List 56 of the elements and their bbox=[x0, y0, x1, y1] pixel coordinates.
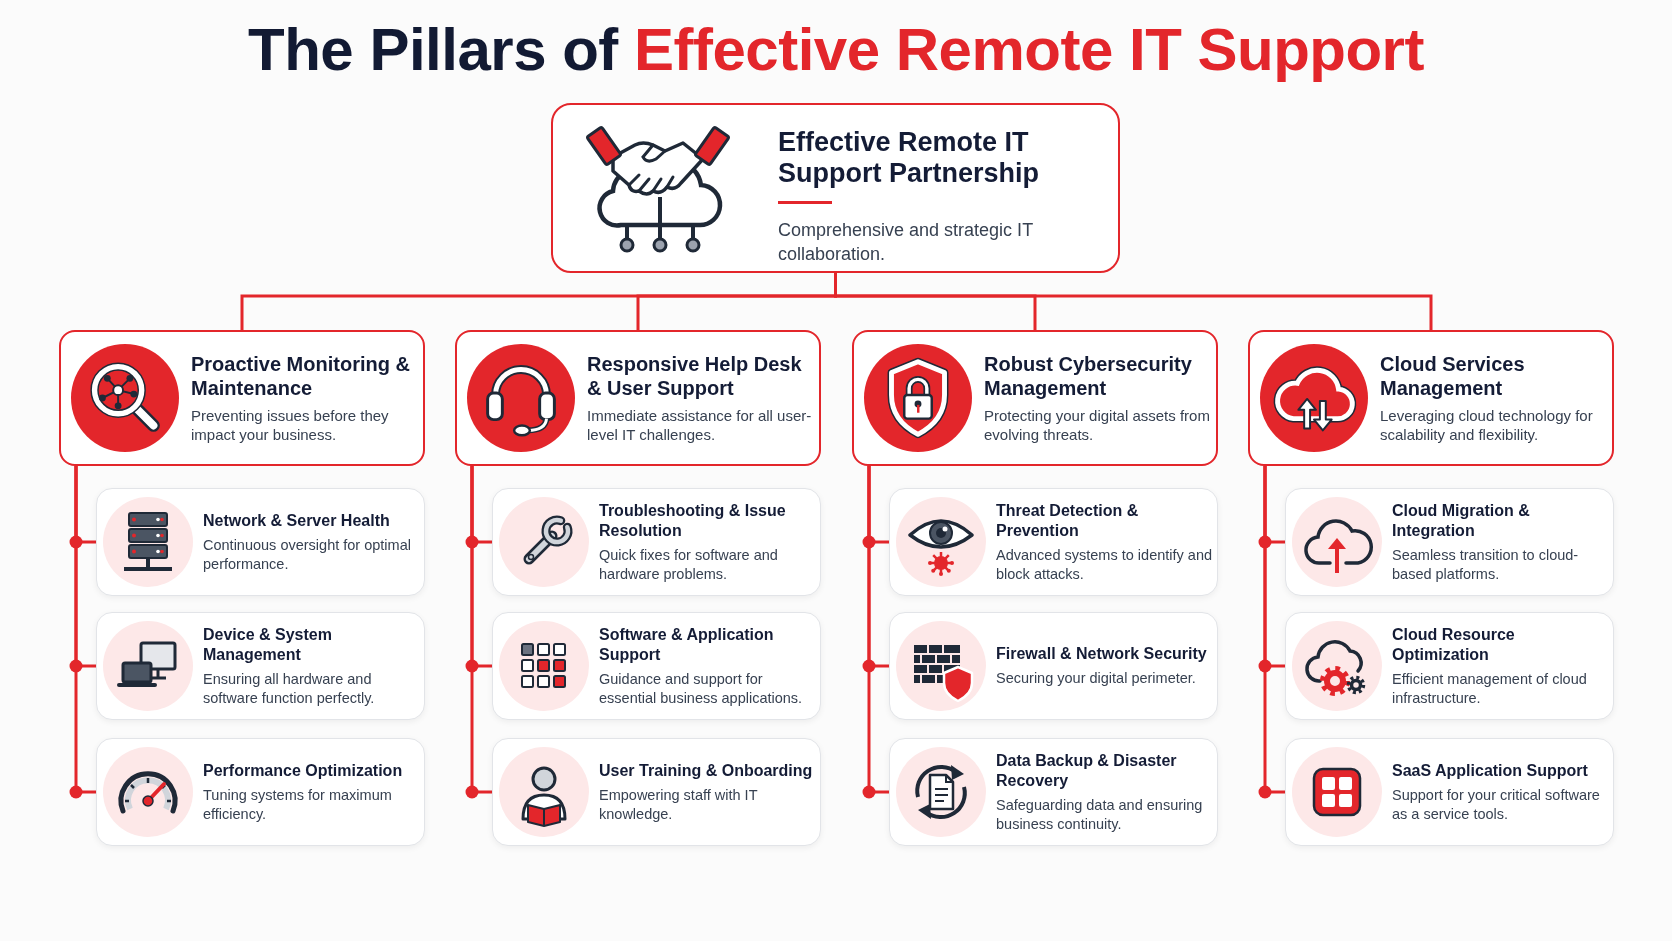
service-card bbox=[889, 612, 1218, 720]
card-description: Comprehensive and strategic IT collaboration. bbox=[778, 219, 1034, 266]
service-card bbox=[1285, 612, 1614, 720]
card-heading: Threat Detection & Prevention bbox=[996, 500, 1140, 541]
card-heading: Network & Server Health bbox=[203, 510, 391, 531]
card-heading: Performance Optimization bbox=[203, 760, 404, 781]
card-description: Protecting your digital assets from evolving threats. bbox=[984, 406, 1211, 444]
card-heading: Cloud Migration & Integration bbox=[1392, 500, 1531, 541]
partnership-card bbox=[551, 103, 1120, 273]
card-description: Support for your critical software as a service tools. bbox=[1392, 785, 1601, 824]
card-description: Ensuring all hardware and software function perfectly. bbox=[203, 669, 376, 708]
service-card bbox=[492, 488, 821, 596]
card-description: Advanced systems to identify and block attacks. bbox=[996, 545, 1212, 584]
card-heading: Effective Remote IT Support Partnership bbox=[778, 127, 1041, 189]
connector-line bbox=[470, 466, 492, 794]
card-heading: User Training & Onboarding bbox=[599, 760, 814, 781]
card-heading: Troubleshooting & Issue Resolution bbox=[599, 500, 787, 541]
service-card bbox=[889, 738, 1218, 846]
service-card bbox=[1285, 738, 1614, 846]
card-heading: Firewall & Network Security bbox=[996, 644, 1208, 664]
card-description: Tuning systems for maximum efficiency. bbox=[203, 785, 393, 824]
pillar-card bbox=[852, 330, 1218, 466]
card-heading: Robust Cybersecurity Management bbox=[984, 352, 1193, 400]
card-description: Leveraging cloud technology for scalability and flexibility. bbox=[1380, 406, 1594, 444]
card-description: Safeguarding data and ensuring business continuity. bbox=[996, 795, 1204, 834]
card-description: Continuous oversight for optimal performance. bbox=[203, 535, 412, 574]
service-card bbox=[96, 612, 425, 720]
connector-line bbox=[1263, 466, 1285, 794]
pillar-card bbox=[59, 330, 425, 466]
service-card bbox=[96, 488, 425, 596]
page-title: The Pillars of Effective Remote IT Support bbox=[247, 15, 1425, 85]
service-card bbox=[1285, 488, 1614, 596]
card-description: Quick fixes for software and hardware problems. bbox=[599, 545, 779, 584]
card-heading: Cloud Resource Optimization bbox=[1392, 624, 1516, 665]
service-card bbox=[96, 738, 425, 846]
card-heading: Responsive Help Desk & User Support bbox=[587, 352, 803, 400]
card-heading: SaaS Application Support bbox=[1392, 760, 1589, 781]
service-card bbox=[492, 738, 821, 846]
connector-line bbox=[74, 466, 96, 794]
card-heading: Data Backup & Disaster Recovery bbox=[996, 750, 1178, 791]
connector-line bbox=[867, 466, 889, 794]
card-description: Guidance and support for essential business applications. bbox=[599, 669, 804, 708]
card-heading: Cloud Services Management bbox=[1380, 352, 1526, 400]
card-heading: Device & System Management bbox=[203, 624, 333, 665]
pillar-card bbox=[1248, 330, 1614, 466]
card-description: Seamless transition to cloud-based platforms. bbox=[1392, 545, 1580, 584]
card-description: Efficient management of cloud infrastructure. bbox=[1392, 669, 1588, 708]
card-heading: Proactive Monitoring & Maintenance bbox=[191, 352, 411, 400]
card-description: Immediate assistance for all user-level IT challenges. bbox=[587, 406, 813, 444]
pillar-card bbox=[455, 330, 821, 466]
service-card bbox=[492, 612, 821, 720]
service-card bbox=[889, 488, 1218, 596]
card-description: Empowering staff with IT knowledge. bbox=[599, 785, 759, 824]
card-description: Preventing issues before they impact your business. bbox=[191, 406, 390, 444]
card-heading: Software & Application Support bbox=[599, 624, 775, 665]
card-description: Securing your digital perimeter. bbox=[996, 669, 1197, 688]
